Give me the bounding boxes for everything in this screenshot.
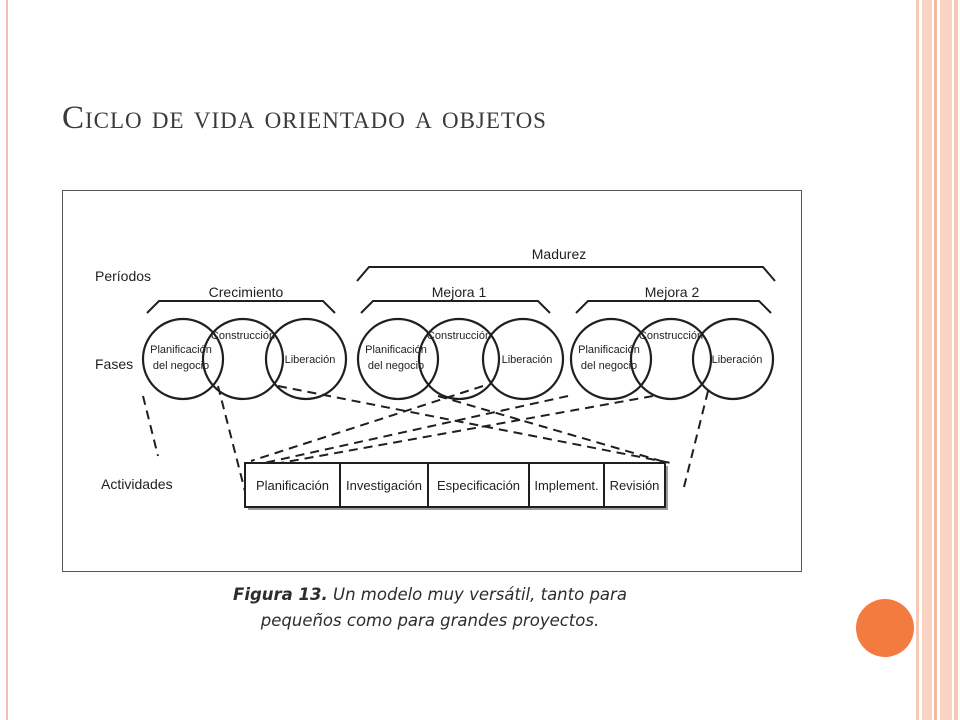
phase-circle-1-3 (264, 317, 348, 401)
activity-label-4: Implement. (534, 478, 598, 493)
phase-label-2-2: Construcción (427, 330, 491, 342)
phase-label-3-3: Liberación (712, 354, 763, 366)
caption-line-1: Un modelo muy versátil, tanto para (327, 585, 627, 604)
dashed-connector-1 (217, 385, 248, 500)
phase-circle-2-1 (356, 317, 440, 401)
row-label-periods: Períodos (95, 268, 151, 284)
phase-label-3-1-line-1: Planificación (578, 344, 640, 356)
dashed-connector-4 (250, 385, 484, 462)
phase-circle-3-2 (629, 317, 713, 401)
phase-circle-2-3 (481, 317, 565, 401)
dashed-connector-3 (277, 385, 672, 464)
phase-label-1-3: Liberación (285, 354, 336, 366)
activity-label-3: Especificación (437, 478, 520, 493)
dashed-connector-7 (257, 395, 654, 468)
dashed-connector-5 (437, 395, 669, 464)
phase-label-3-1-line-2: del negocio (581, 360, 637, 372)
dashed-connector-6 (254, 395, 569, 466)
phase-label-1-2: Construcción (211, 330, 275, 342)
dashed-connector-2 (142, 395, 159, 457)
row-label-phases: Fases (95, 356, 133, 372)
activity-label-5: Revisión (610, 478, 660, 493)
phase-label-2-3: Liberación (502, 354, 553, 366)
activity-label-1: Planificación (256, 478, 329, 493)
activity-label-2: Investigación (346, 478, 422, 493)
period-label-1: Crecimiento (209, 284, 284, 300)
phase-circle-1-1 (141, 317, 225, 401)
phase-label-2-1-line-1: Planificación (365, 344, 427, 356)
period-label-3: Mejora 2 (645, 284, 700, 300)
dashed-connector-8 (682, 390, 709, 492)
phase-label-2-1-line-2: del negocio (368, 360, 424, 372)
phase-circle-3-3 (691, 317, 775, 401)
caption-label: Figura 13. (233, 585, 328, 604)
period-label-madurez: Madurez (532, 246, 586, 262)
decorative-stripes (916, 0, 960, 720)
activities-table (244, 462, 666, 508)
row-label-activities: Actividades (101, 476, 173, 492)
phase-label-1-1-line-2: del negocio (153, 360, 209, 372)
decorative-dot (856, 599, 914, 657)
period-brace-madurez (356, 266, 776, 282)
period-brace-3 (575, 300, 772, 314)
slide-title: Ciclo de vida orientado a objetos (62, 100, 547, 136)
phase-circle-2-2 (417, 317, 501, 401)
period-label-2: Mejora 1 (432, 284, 487, 300)
period-brace-2 (360, 300, 551, 314)
figure-caption: Figura 13. Un modelo muy versátil, tanto… (180, 582, 680, 634)
phase-circle-1-2 (201, 317, 285, 401)
phase-label-3-2: Construcción (639, 330, 703, 342)
slide-left-border (6, 0, 8, 720)
phase-circle-3-1 (569, 317, 653, 401)
phase-label-1-1-line-1: Planificación (150, 344, 212, 356)
caption-line-2: pequeños como para grandes proyectos. (260, 611, 600, 630)
period-brace-1 (146, 300, 336, 314)
